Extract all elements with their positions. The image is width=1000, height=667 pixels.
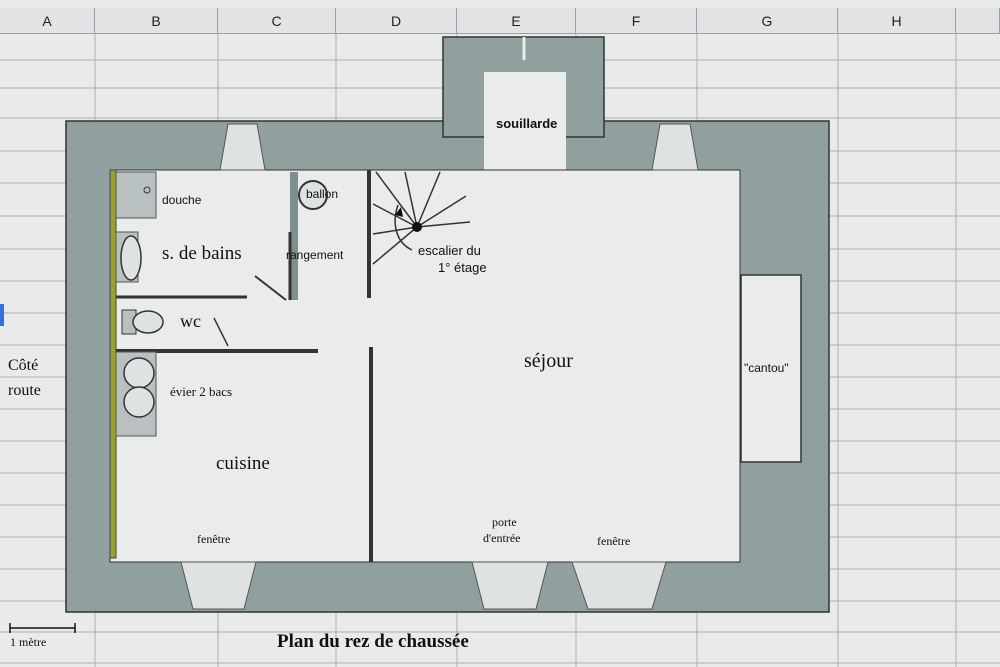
label-side-note-line2: route — [8, 382, 41, 399]
label-ballon: ballon — [306, 187, 339, 201]
kitchen-left-wall — [109, 169, 117, 559]
plan-title: Plan du rez de chaussée — [277, 631, 469, 652]
label-fenetre-left: fenêtre — [197, 532, 231, 546]
label-evier: évier 2 bacs — [170, 384, 233, 399]
window-recess-top-left — [219, 123, 266, 171]
column-header-a[interactable]: A — [0, 8, 95, 34]
label-souillarde: souillarde — [496, 116, 558, 131]
column-header-f[interactable]: F — [576, 8, 697, 34]
door-recess-entrance — [471, 561, 549, 610]
column-header-i[interactable] — [956, 8, 1000, 34]
scale-bar — [9, 623, 76, 633]
window-recess-bottom-left — [180, 561, 257, 610]
column-header-b[interactable]: B — [95, 8, 218, 34]
wc-bowl-icon — [132, 310, 164, 334]
window-recess-top-right — [651, 123, 699, 171]
window-recess-bottom-right — [571, 561, 667, 610]
staircase-newel-icon — [412, 222, 422, 232]
ballon-alcove — [290, 172, 298, 300]
cantou-fireplace — [740, 274, 802, 463]
label-fenetre-right: fenêtre — [597, 534, 631, 548]
label-salle-de-bains: s. de bains — [162, 243, 242, 264]
column-header-e[interactable]: E — [457, 8, 576, 34]
ballon-icon — [298, 180, 328, 210]
label-rangement: rangement — [286, 248, 344, 262]
shower-drain-icon — [143, 186, 151, 194]
label-side-note-line1: Côté — [8, 357, 39, 374]
label-cantou: "cantou" — [744, 361, 789, 375]
column-header-c[interactable]: C — [218, 8, 336, 34]
evier-bowl-1-icon — [123, 357, 155, 389]
label-escalier-line2: 1° étage — [438, 260, 487, 275]
column-header-g[interactable]: G — [697, 8, 838, 34]
bathroom-door-swing — [254, 275, 287, 301]
label-porte-line2: d'entrée — [483, 531, 521, 545]
washbasin-icon — [120, 235, 142, 281]
spiral-staircase — [372, 171, 471, 265]
scale-label: 1 mètre — [10, 635, 47, 649]
evier-bowl-2-icon — [123, 386, 155, 418]
souillarde-room — [484, 72, 566, 182]
floor — [109, 169, 741, 563]
label-porte-line1: porte — [492, 515, 517, 529]
label-wc: wc — [180, 311, 201, 331]
label-douche: douche — [162, 193, 202, 207]
shower-tray — [115, 171, 157, 219]
column-header-h[interactable]: H — [838, 8, 956, 34]
label-cuisine: cuisine — [216, 453, 270, 474]
staircase-arrow-icon — [395, 207, 403, 217]
row-selection-marker — [0, 304, 4, 326]
label-escalier-line1: escalier du — [418, 243, 481, 258]
wc-door-swing — [213, 317, 229, 347]
column-header-d[interactable]: D — [336, 8, 457, 34]
label-sejour: séjour — [524, 350, 573, 372]
